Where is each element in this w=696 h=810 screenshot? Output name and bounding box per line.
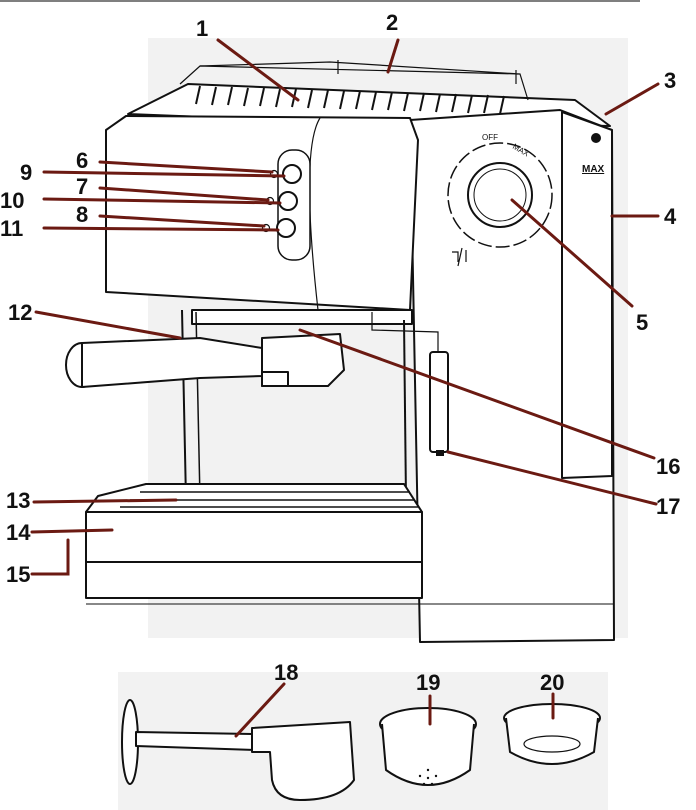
label-15: 15: [6, 562, 30, 587]
leader-12: [34, 310, 182, 340]
water-tank: [561, 111, 613, 479]
leader-1: [216, 38, 300, 102]
leader-lines: [30, 38, 660, 738]
leader-10: [42, 197, 282, 205]
label-1: 1: [196, 16, 208, 41]
label-19: 19: [416, 670, 440, 695]
button-steam: [276, 218, 296, 238]
leader-2: [386, 38, 400, 74]
label-4: 4: [664, 204, 677, 229]
label-9: 9: [20, 160, 32, 185]
label-14: 14: [6, 520, 31, 545]
label-7: 7: [76, 174, 88, 199]
dial-off-mark: OFF: [482, 133, 498, 142]
leader-18: [234, 682, 286, 738]
leader-17: [446, 450, 658, 506]
espresso-machine: MAX OFF MAX: [65, 60, 615, 643]
grill-slots: [195, 85, 505, 115]
leader-7: [98, 186, 270, 202]
label-8: 8: [76, 202, 88, 227]
label-13: 13: [6, 488, 30, 513]
leader-3: [604, 82, 660, 116]
label-17: 17: [656, 494, 680, 519]
portafilter: [65, 333, 345, 388]
label-18: 18: [274, 660, 298, 685]
measuring-spoon-tamper: [121, 699, 355, 801]
label-2: 2: [386, 10, 398, 35]
leader-5: [510, 198, 634, 308]
cup-rail: [179, 60, 529, 101]
leader-9: [42, 170, 286, 178]
steam-symbol-icon: [452, 247, 467, 267]
front-head: [105, 115, 419, 311]
indicator-light-3: [261, 223, 271, 233]
filter-single-cup: [379, 707, 477, 786]
leader-16: [298, 328, 656, 460]
drip-tray: [85, 511, 423, 563]
label-10: 10: [0, 188, 24, 213]
drip-tray-grid: [85, 483, 423, 513]
label-3: 3: [664, 68, 676, 93]
callout-labels: 1 2 3 4 5 6 7 8 9 10 11 12 13 14 15 16 1…: [0, 10, 680, 695]
leader-8: [98, 214, 266, 228]
tank-knob: [591, 133, 601, 143]
button-coffee: [278, 191, 298, 211]
label-20: 20: [540, 670, 564, 695]
leader-13: [32, 498, 178, 504]
steam-wand-tip: [436, 450, 444, 456]
steam-wand: [429, 351, 449, 453]
button-power: [282, 164, 302, 184]
label-12: 12: [8, 300, 32, 325]
label-5: 5: [636, 310, 648, 335]
column-right: [403, 319, 407, 501]
selector-dial: [447, 142, 553, 248]
label-16: 16: [656, 454, 680, 479]
tank-max-mark: MAX: [582, 164, 605, 175]
leader-6: [98, 160, 274, 174]
label-6: 6: [76, 148, 88, 173]
leader-11: [42, 226, 280, 232]
label-11: 11: [0, 216, 23, 241]
leader-14: [30, 528, 114, 534]
brew-head: [191, 309, 413, 325]
leader-15: [30, 538, 70, 576]
indicator-light-1: [269, 169, 279, 179]
drip-tray-base: [85, 561, 423, 599]
